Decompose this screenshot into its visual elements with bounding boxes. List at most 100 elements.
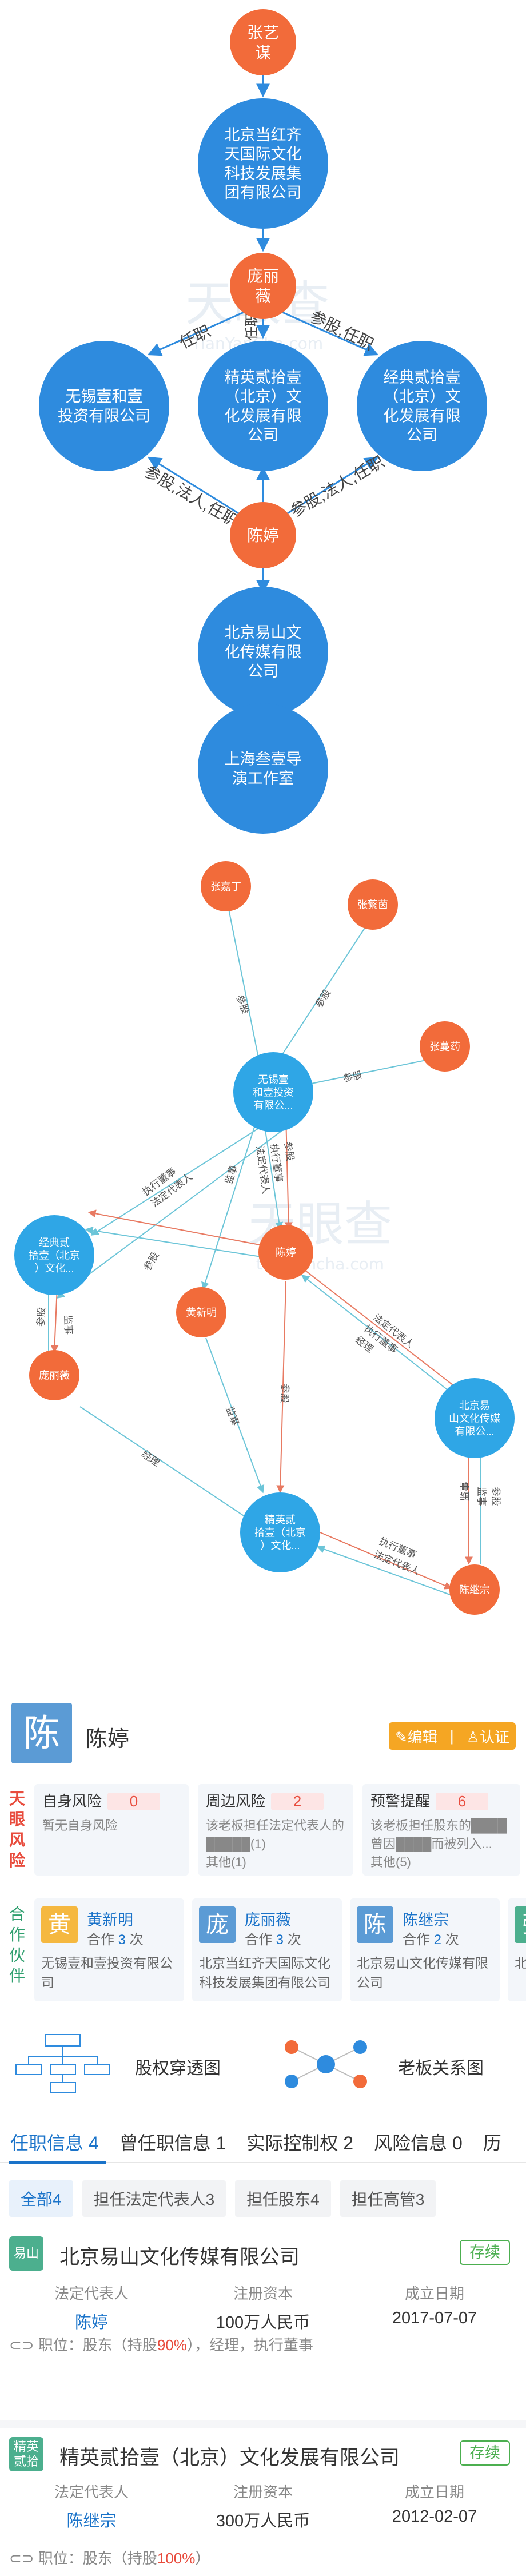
node-shanghai[interactable]: 上海叁壹导演工作室 [198,703,328,834]
equity-chart-button[interactable]: 股权穿透图 [6,2030,257,2099]
edge [205,1337,265,1494]
filter-shareholder[interactable]: 担任股东4 [235,2180,331,2217]
coop-suffix: 次 [129,1932,144,1948]
person-header: 陈 陈婷 ✎编辑 | ♙认证 [0,1693,526,1778]
node-bj-hongqi[interactable]: 北京当红齐天国际文化科技发展集团有限公司 [198,98,328,229]
node-huangxin[interactable]: 黄新明 [176,1287,226,1337]
legal-rep-link[interactable]: 陈婷 [74,2314,108,2332]
coop-suffix: 次 [287,1932,301,1948]
edit-button[interactable]: ✎编辑 [395,1726,437,1747]
legal-rep-label: 法定代表人 [54,2483,129,2501]
status-badge: 存续 [460,2240,510,2265]
partner-company: 北京当红齐天国际文化科技发展集团有限公司 [199,1956,330,1990]
risk-desc: 该老板担任股东的████曾因████而被列入...其他(5) [370,1818,507,1869]
legal-rep-link[interactable]: 陈继宗 [66,2512,117,2530]
edge [50,1286,59,1353]
node-wuxi[interactable]: 无锡壹和壹投资有限公... [233,1052,313,1132]
company-name[interactable]: 北京易山文化传媒有限公司 [59,2246,300,2268]
coop-prefix: 合作 [245,1932,272,1948]
risk-count: 0 [107,1793,161,1810]
tab-former-position[interactable]: 曾任职信息 1 [119,2132,226,2153]
tab-risk-info[interactable]: 风险信息 0 [374,2132,463,2153]
partner-coop: 合作 2 次 [403,1928,459,1948]
coop-prefix: 合作 [403,1932,430,1948]
partner-card[interactable]: 张 北京 [508,1898,526,2001]
info-tabs: 任职信息 4 曾任职信息 1 实际控制权 2 风险信息 0 历 [0,2121,526,2163]
edge [300,1266,467,1396]
risk-desc: 暂无自身风险 [42,1818,118,1833]
position-prefix: 职位：股东（持股 [38,2336,157,2354]
node-label: 陈婷 [247,527,279,544]
node-yishan[interactable]: 北京易山文化传媒有限公... [435,1378,515,1458]
edit-verify-bar: ✎编辑 | ♙认证 [389,1722,516,1750]
node-label: 精英贰拾壹（北京）文化... [254,1514,306,1551]
edge-label: 监事 [460,1482,471,1501]
divider: | [449,1727,454,1745]
person-name: 陈婷 [86,1727,130,1751]
filter-legal-rep[interactable]: 担任法定代表人3 [82,2180,226,2217]
edit-label: 编辑 [407,1728,437,1746]
edge [79,1406,253,1522]
partner-card[interactable]: 庞 庞丽薇 合作 3 次 北京当红齐天国际文化科技发展集团有限公司 [192,1898,342,2001]
boss-graph-button[interactable]: 老板关系图 [269,2030,520,2099]
partner-card[interactable]: 黄 黄新明 合作 3 次 无锡壹和壹投资有限公司 [34,1898,184,2001]
edge-label: 参股执行董事法定代表人 [254,1141,300,1195]
tab-history[interactable]: 历 [483,2132,501,2153]
badge-icon: ♙ [466,1728,480,1746]
company-name[interactable]: 精英贰拾壹（北京）文化发展有限公司 [59,2447,400,2469]
node-zhangjian[interactable]: 张蘩茵 [348,879,398,930]
node-yishan[interactable]: 北京易山文化传媒有限公司 [198,587,328,717]
node-chen[interactable]: 陈婷 [230,502,296,568]
risk-tag: 天眼风险 [9,1790,25,1869]
share-value: 90% [157,2336,187,2354]
boss-graph-label: 老板关系图 [398,2059,484,2078]
verify-button[interactable]: ♙认证 [467,1726,509,1747]
partner-coop: 合作 3 次 [245,1928,301,1948]
node-chen[interactable]: 陈婷 [258,1225,313,1280]
filter-all[interactable]: 全部4 [9,2180,73,2217]
partner-company: 北京 [515,1956,526,1970]
risk-title: 自身风险 [42,1793,102,1810]
date-value: 2017-07-07 [392,2309,477,2327]
boss-relationship-graph: 天眼查 tianyancha.com 参股 参股 参股 执行董事法定代表人 参股… [14,861,515,1615]
node-label: 精英贰拾壹（北京）文化发展有限公司 [225,369,302,444]
company-card[interactable]: 精英贰拾 精英贰拾壹（北京）文化发展有限公司 存续 法定代表人 陈继宗 注册资本… [0,2429,526,2576]
node-jingdian[interactable]: 经典贰拾壹（北京）文化发展有限公司 [357,341,487,471]
partner-name: 陈继宗 [403,1912,449,1929]
risk-card-self[interactable]: 自身风险 0 暂无自身风险 [34,1784,189,1876]
position-suffix: ），经理，执行董事 [186,2336,313,2354]
risk-title: 周边风险 [206,1793,266,1810]
edge-label: 执行董事法定代表人 [372,1536,427,1578]
node-pang[interactable]: 庞丽薇 [230,253,296,319]
node-label: 无锡壹和壹投资有限公司 [58,388,150,425]
filter-chips: 全部4 担任法定代表人3 担任股东4 担任高管3 [0,2179,526,2219]
node-chenjizong[interactable]: 陈继宗 [449,1564,500,1615]
partner-name: 庞丽薇 [245,1912,291,1929]
node-label: 张蔓药 [429,1041,460,1052]
tab-actual-control[interactable]: 实际控制权 2 [246,2132,354,2153]
node-jingying[interactable]: 精英贰拾壹（北京）文化发展有限公司 [198,341,328,471]
edge-label: 参股,法人,任职 [141,462,241,530]
node-zhangman[interactable]: 张蔓药 [420,1021,470,1072]
edge-label: 参股,法人,任职 [288,453,387,521]
capital-label: 注册资本 [233,2483,293,2501]
avatar: 陈 [11,1703,72,1763]
filter-executive[interactable]: 担任高管3 [340,2180,436,2217]
node-jingdian[interactable]: 经典贰拾壹（北京）文化... [14,1215,94,1295]
node-zhangjiading[interactable]: 张嘉丁 [201,861,251,911]
node-jingying[interactable]: 精英贰拾壹（北京）文化... [240,1492,320,1572]
node-wuxi[interactable]: 无锡壹和壹投资有限公司 [39,341,169,471]
position-prefix: 职位：股东（持股 [38,2550,157,2567]
company-card[interactable]: 易山 北京易山文化传媒有限公司 存续 法定代表人 陈婷 注册资本 100万人民币… [0,2227,526,2354]
equity-tree-icon [15,2034,110,2093]
date-label: 成立日期 [404,2285,464,2302]
tab-position-info[interactable]: 任职信息 4 [10,2132,99,2153]
capital-label: 注册资本 [233,2285,293,2302]
partner-card[interactable]: 陈 陈继宗 合作 2 次 北京易山文化传媒有限公司 [350,1898,500,2001]
node-pang[interactable]: 庞丽薇 [29,1350,79,1400]
node-zhang[interactable]: 张艺谋 [230,9,296,75]
graph1-tail: 上海叁壹导演工作室 [198,703,328,834]
